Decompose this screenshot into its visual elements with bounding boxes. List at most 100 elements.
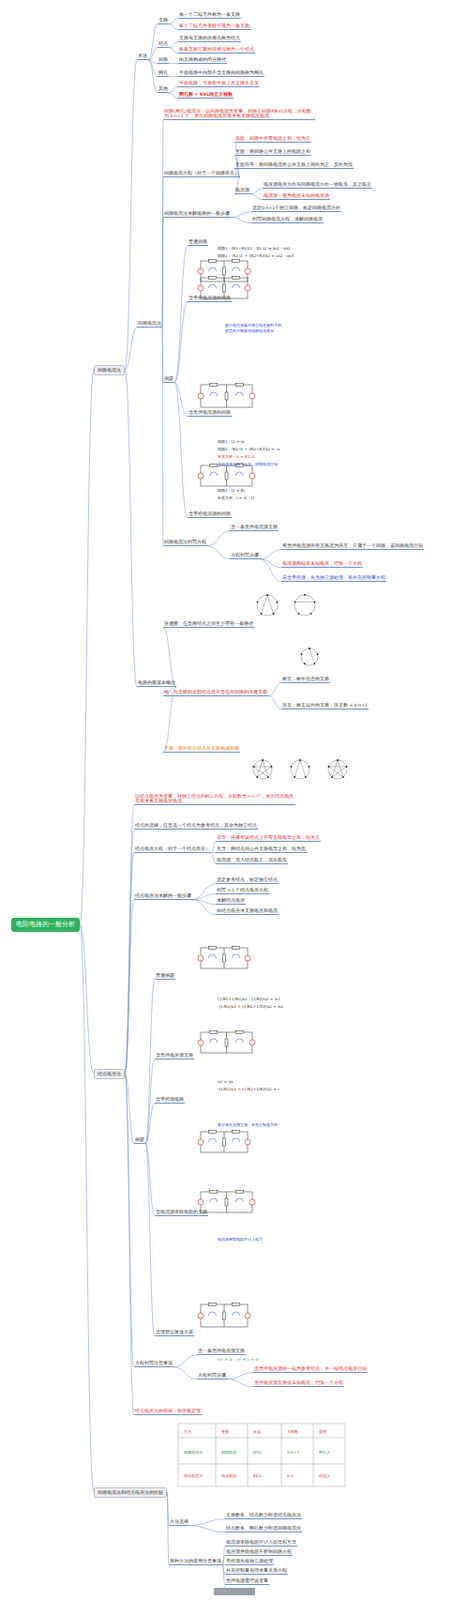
source-symbol [244,268,251,274]
wire [226,1191,227,1212]
branch-connector [189,1518,226,1525]
loop-current-arrow [232,1137,241,1142]
loop-current-arrow [209,267,217,272]
graph-drawing [294,593,317,616]
branch-connector [226,1372,254,1379]
node-text: 含电流源串联电阻的支路 [155,1208,208,1215]
node-text: 若含受控源，先当独立源处理，再补充控制量方程 [282,574,386,581]
table-rule [281,1422,283,1486]
resistor-symbol [232,1130,241,1133]
branch-connector [162,120,164,327]
topic-node: 电压源并联电阻不影响回路方程 [225,1548,293,1555]
topic-node: 两种方法的使用注意事项 [168,1557,223,1565]
branch-connector [163,686,177,753]
node-text: 含受控电压源的回路 [188,295,231,302]
annotation-text: (1/R1+1/R2)u1 - (1/R2)u2 = is1 [217,996,281,1001]
topic-node: 其他 [157,86,169,93]
branch-connector [124,327,137,370]
resistor-symbol [235,1190,243,1193]
annotation-text: 变量 [221,1428,229,1434]
table-rule [345,1422,347,1486]
graph-node [299,758,302,761]
branch-connector [192,893,216,900]
topic-node: 树支：树中包含的支路 [281,676,331,683]
branch-connector [250,194,263,200]
annotation-text: KCL [253,1472,262,1478]
topic-node: 自阻：回路中所有电阻之和，恒为正 [234,135,312,143]
graph-branch [295,601,316,603]
branch-connector [148,47,158,61]
resistor-symbol [223,1137,227,1146]
branch-connector [268,682,282,696]
annotation-text: 回路1：(R1+R2)i1 - R2 i2 = us1 - us2 [217,245,291,251]
loop-current-arrow [210,471,218,476]
annotation-text: 回路2：-R2 i1 + (R2+R3)i2 = us2 - us3 [217,253,294,258]
wire [224,1303,226,1327]
graph-branch [300,759,306,777]
graph-node [308,765,311,768]
topic-node: 选定参考结点，标定独立结点 [215,876,279,884]
node-text: 回路电流法列写方程 [164,539,207,545]
topic-node: 受控源先按独立源处理 [225,1557,274,1565]
topic-node: 选无伴电压源的一端为参考结点，另一端结点电压已知 [253,1365,368,1373]
table-rule [313,1422,315,1486]
node-text: 含受控源电路 [155,1096,184,1103]
branch-connector [124,804,135,1073]
graph-branch [256,759,263,777]
node-text: 子图：图中部分结点与支路构成的图 [164,745,240,752]
annotation-text: 回路电流 [221,1449,237,1454]
graph-node [313,662,316,665]
node-text: 结点数多、网孔数少时选回路电流法 [226,1524,302,1531]
topic-node: 无伴电源需增设变量 [225,1577,270,1585]
topic-node: 互阻符号：两回路电流在公共支路上同向为正，反向为负 [234,162,354,169]
topic-node: 自导：连接在该结点上所有支路电导之和，恒为正 [215,834,321,842]
topic-node: 方法选择 [168,1518,190,1525]
node-text: 选定b-n+1个独立回路，标定回路电流方向 [252,205,341,212]
circuit-drawing [197,1302,251,1328]
topic-node: 子图：图中部分结点与支路构成的图 [163,745,241,753]
branch-connector [168,87,179,93]
branch-connector [230,217,252,224]
graph-drawing [253,758,273,779]
branch-connector [259,558,282,582]
topic-node: 补充控制量与待求量关系方程 [225,1567,288,1574]
branch-connector [168,62,179,64]
graph-node [298,612,301,615]
branch-connector [163,627,177,687]
topic-node: 支路与支路的连接点称为结点 [178,35,242,43]
branch-connector [174,301,188,383]
node-text: 列写回路电流方程，求解回路电流 [252,216,323,223]
branch-connector [173,1354,197,1367]
annotation-text: b-n+1 [286,1449,300,1454]
graph-outline [256,594,278,616]
branch-connector [259,549,282,559]
resistor-symbol [223,267,227,275]
topic-node: 结点电压法的特例：弥尔曼定理 [134,1407,202,1415]
loop-current-arrow [232,267,241,272]
source-symbol [197,1312,204,1318]
node-text: 支路数多、结点数少时选结点电压法 [226,1511,302,1518]
node-text: 回路电流法和结点电压法的比较 [97,1488,164,1495]
branch-connector [124,1072,135,1144]
topic-node: 电流源串联电阻不计入自导和互导 [225,1539,298,1546]
branch-connector [148,60,158,93]
node-text: 电路的图基本概念 [137,679,176,686]
topic-node: 含无伴电压源支路 [154,1052,195,1059]
node-text: 平面电路：可画在平面上且支路不交叉 [179,80,259,87]
branch-connector [124,1072,135,1415]
node-text: 多条支路汇聚的连接点称为一个结点 [179,46,255,53]
branch-connector [192,883,216,900]
loop-current-arrow [209,1137,217,1142]
topic-node: 含一条无伴电流源支路 [229,524,279,531]
table-rule [178,1463,346,1465]
source-symbol [197,392,204,399]
node-text: 电压源并联电阻不影响回路方程 [226,1548,292,1555]
main-branch: 回路电流法 [93,364,125,376]
resistor-symbol [232,259,241,263]
annotation-text: 然后将控制量用回路电流表示 [225,328,274,333]
node-text: 每一个二端元件称为一条支路 [179,12,241,18]
branch-connector [148,60,158,77]
root-topic: 电阻电路的一般分析 [11,917,80,932]
node-text: 结点电压法的特例：弥尔曼定理 [135,1407,201,1414]
node-text: 电流源串联电阻不计入自导和互导 [226,1539,297,1545]
